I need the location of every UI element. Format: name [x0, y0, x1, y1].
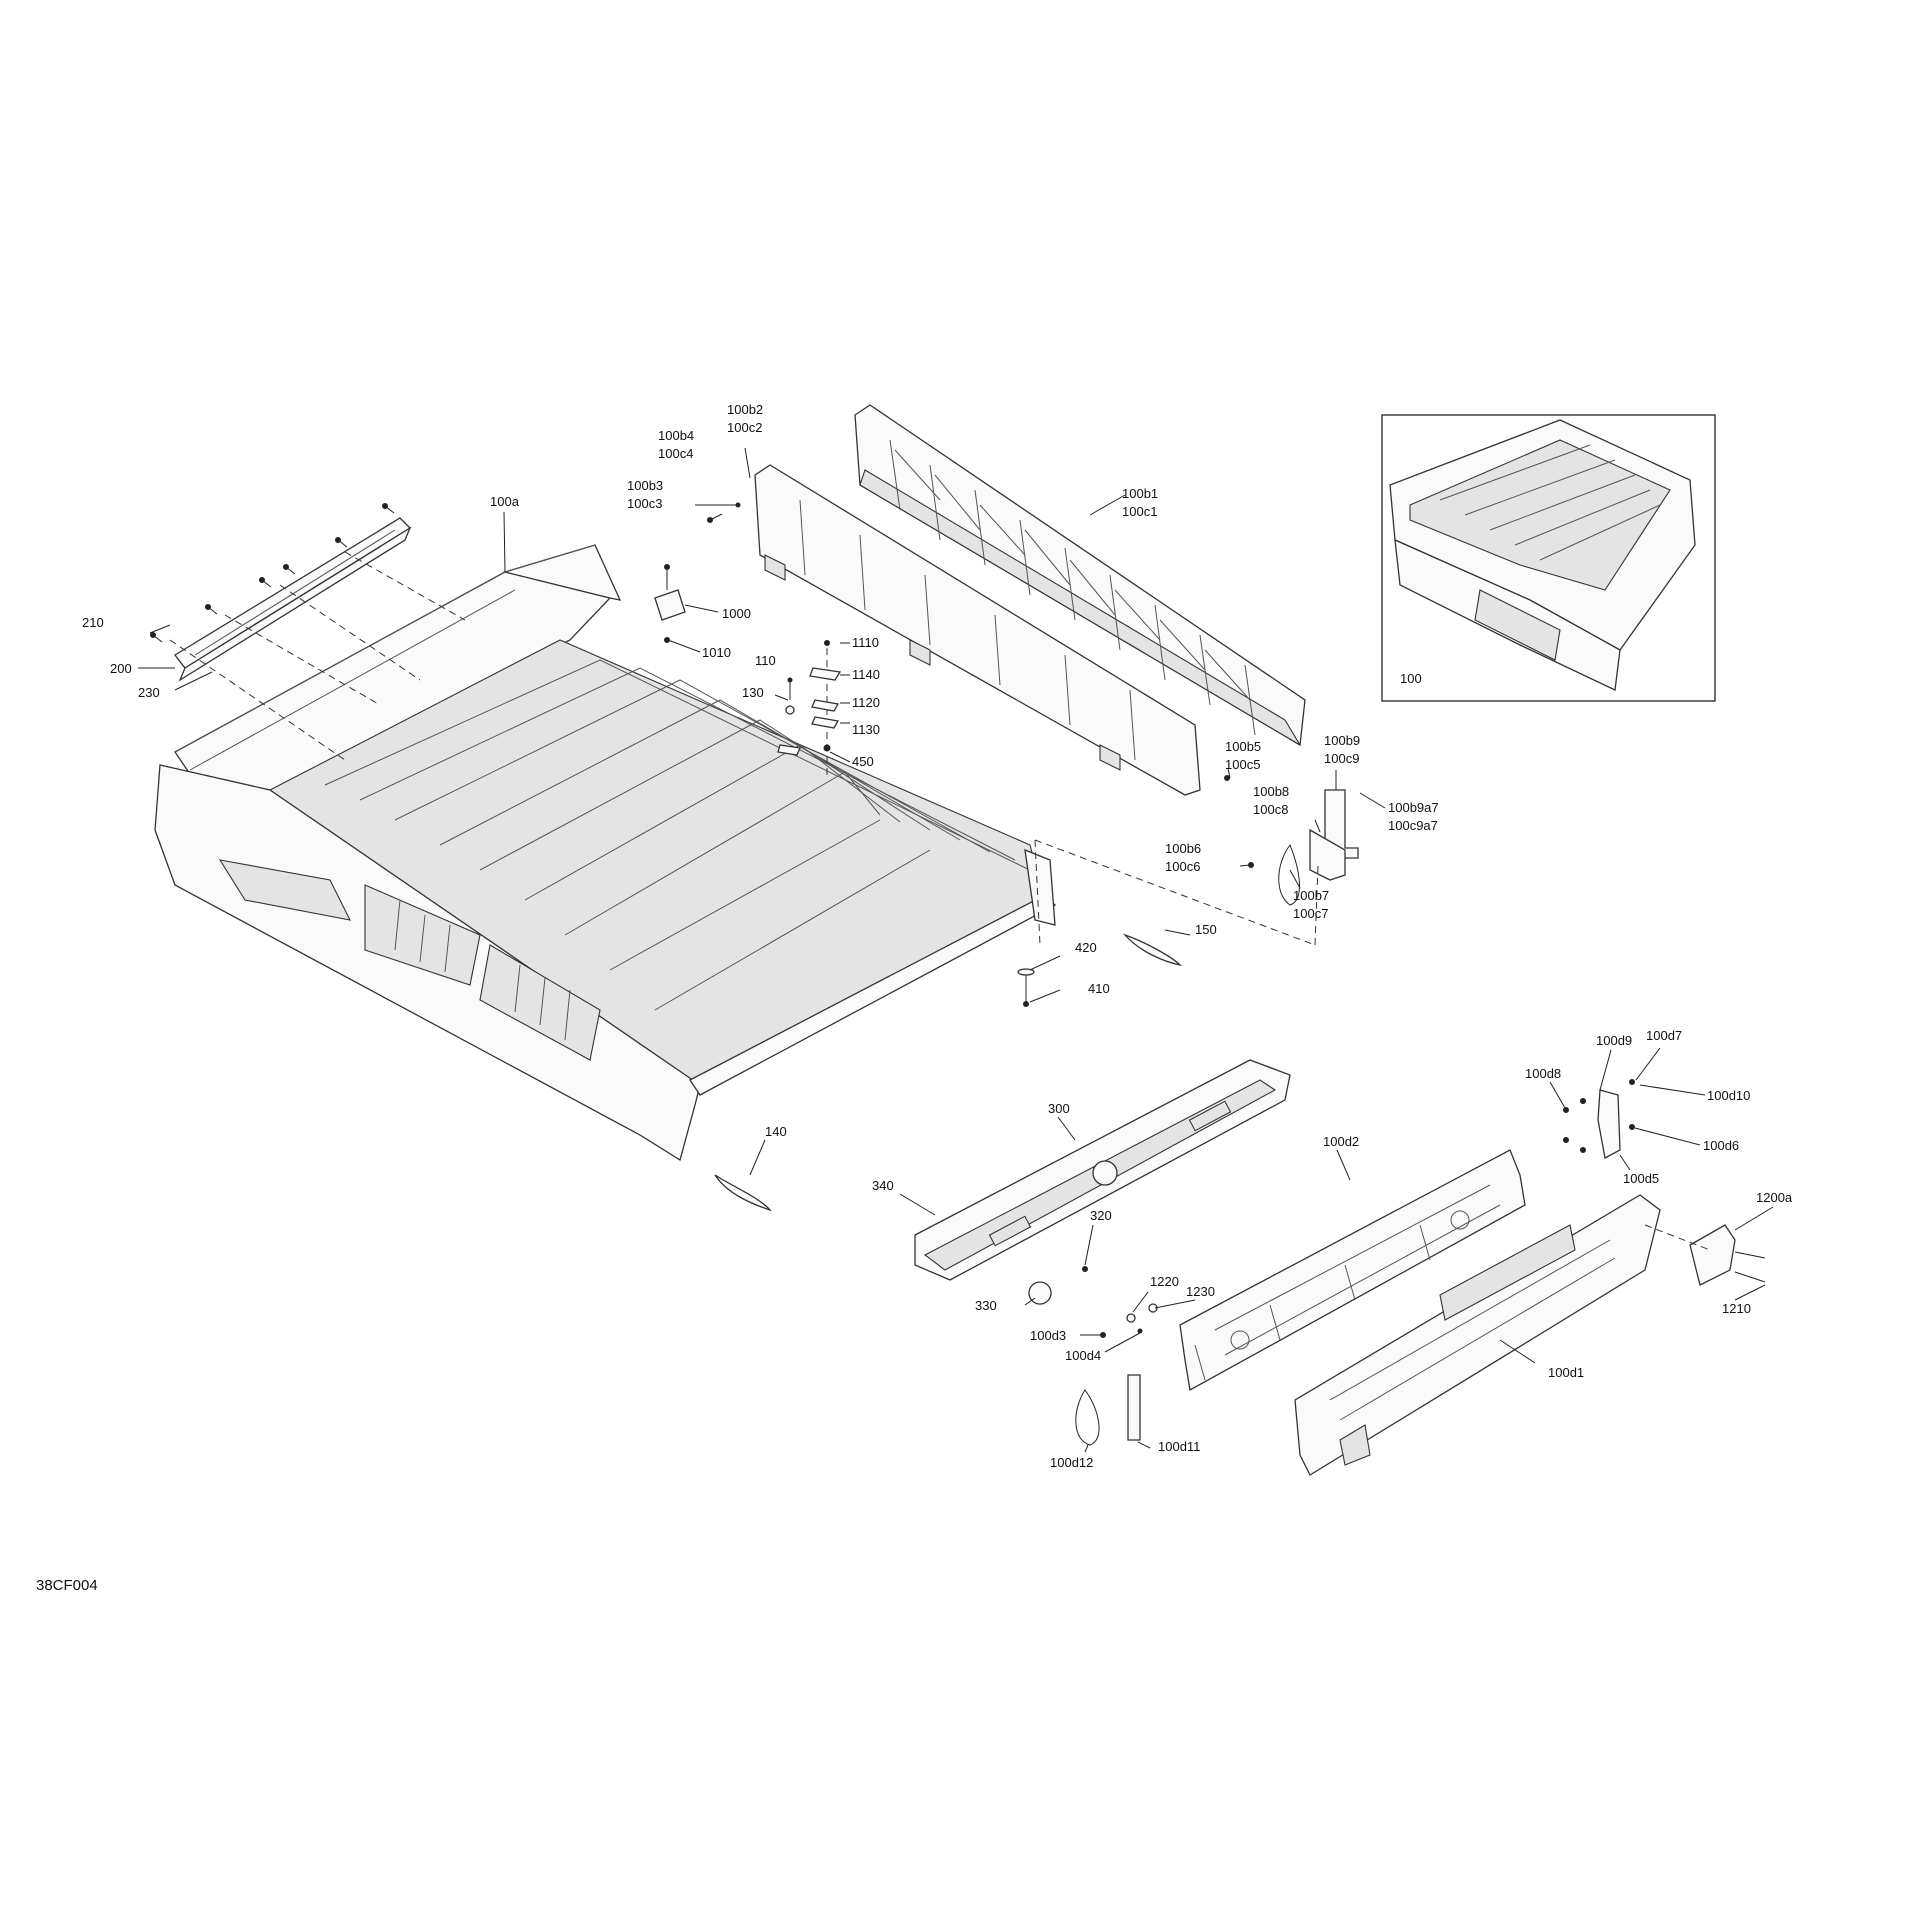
callout-100c9: 100c9: [1324, 751, 1359, 766]
callout-1230: 1230: [1186, 1284, 1215, 1299]
leader-lines: [138, 447, 1774, 1453]
cap-330: [1028, 1281, 1052, 1305]
callout-100d8: 100d8: [1525, 1066, 1561, 1081]
callout-1200a: 1200a: [1756, 1190, 1793, 1205]
callout-1130: 1130: [852, 722, 880, 737]
callout-100d9: 100d9: [1596, 1033, 1632, 1048]
callout-100b3: 100b3: [627, 478, 663, 493]
callout-230: 230: [138, 685, 160, 700]
callout-100d10: 100d10: [1707, 1088, 1750, 1103]
callout-100d12: 100d12: [1050, 1455, 1093, 1470]
callout-100c1: 100c1: [1122, 504, 1157, 519]
callout-100c6: 100c6: [1165, 859, 1200, 874]
tailgate-hardware: [1100, 1303, 1158, 1338]
callout-300: 300: [1048, 1101, 1070, 1116]
callout-150: 150: [1195, 922, 1217, 937]
tailgate-inner-part: [1179, 1149, 1526, 1392]
callout-410: 410: [1088, 981, 1110, 996]
callout-210: 210: [82, 615, 104, 630]
callout-100b9: 100b9: [1324, 733, 1360, 748]
callout-100b5: 100b5: [1225, 739, 1261, 754]
callout-340: 340: [872, 1178, 894, 1193]
latch-1200a-part: [1689, 1224, 1766, 1286]
callout-100b4: 100b4: [658, 428, 694, 443]
callout-100d11: 100d11: [1158, 1439, 1200, 1454]
callout-1110: 1110: [852, 635, 879, 650]
cargo-box-part: [154, 544, 1057, 1162]
inset-label-100: 100: [1400, 671, 1422, 686]
cable-strap-parts: [1075, 1374, 1141, 1446]
callout-100d4: 100d4: [1065, 1348, 1101, 1363]
callout-100d1: 100d1: [1548, 1365, 1584, 1380]
rail-screws: [150, 503, 466, 761]
callout-100c3: 100c3: [627, 496, 662, 511]
callout-100b9a7: 100b9a7: [1388, 800, 1439, 815]
callout-140: 140: [765, 1124, 787, 1139]
callout-130: 130: [742, 685, 764, 700]
callout-330: 330: [975, 1298, 997, 1313]
hinge-plate-part: [1563, 1079, 1635, 1159]
callout-100c5: 100c5: [1225, 757, 1260, 772]
callout-labels: 100a 210 200 230 100b2 100c2 100b4 100c4…: [36, 402, 1793, 1594]
tailgate-rail-part: [914, 1059, 1291, 1281]
callout-420: 420: [1075, 940, 1097, 955]
washer-bolt: [1017, 968, 1035, 1007]
callout-100c8: 100c8: [1253, 802, 1288, 817]
callout-1000: 1000: [722, 606, 751, 621]
callout-100d2: 100d2: [1323, 1134, 1359, 1149]
callout-100c2: 100c2: [727, 420, 762, 435]
callout-1010: 1010: [702, 645, 731, 660]
callout-100c4: 100c4: [658, 446, 693, 461]
latch-bracket-part: [1248, 789, 1359, 906]
callout-100c9a7: 100c9a7: [1388, 818, 1438, 833]
callout-100d7: 100d7: [1646, 1028, 1682, 1043]
callout-100b7: 100b7: [1293, 888, 1329, 903]
decal-140: [714, 1174, 772, 1212]
callout-100b2: 100b2: [727, 402, 763, 417]
figure-reference: 38CF004: [36, 1577, 98, 1594]
decal-150: [1122, 933, 1182, 967]
callout-100b6: 100b6: [1165, 841, 1201, 856]
callout-100d5: 100d5: [1623, 1171, 1659, 1186]
bracket-part: [654, 564, 686, 643]
callout-100d6: 100d6: [1703, 1138, 1739, 1153]
callout-100b8: 100b8: [1253, 784, 1289, 799]
tailgate-outer-part: [1294, 1194, 1661, 1476]
callout-100b1: 100b1: [1122, 486, 1158, 501]
callout-100c7: 100c7: [1293, 906, 1328, 921]
callout-1140: 1140: [852, 667, 880, 682]
callout-1210: 1210: [1722, 1301, 1751, 1316]
front-panel-outer-part: [854, 404, 1306, 747]
callout-320: 320: [1090, 1208, 1112, 1223]
callout-200: 200: [110, 661, 132, 676]
callout-1220: 1220: [1150, 1274, 1179, 1289]
hardware-stack: [777, 640, 842, 780]
front-panel-inner-part: [754, 464, 1201, 796]
callout-100d3: 100d3: [1030, 1328, 1066, 1343]
callout-450: 450: [852, 754, 874, 769]
callout-100a: 100a: [490, 494, 520, 509]
inset-frame: [1381, 414, 1716, 702]
callout-110: 110: [755, 653, 776, 668]
callout-1120: 1120: [852, 695, 880, 710]
